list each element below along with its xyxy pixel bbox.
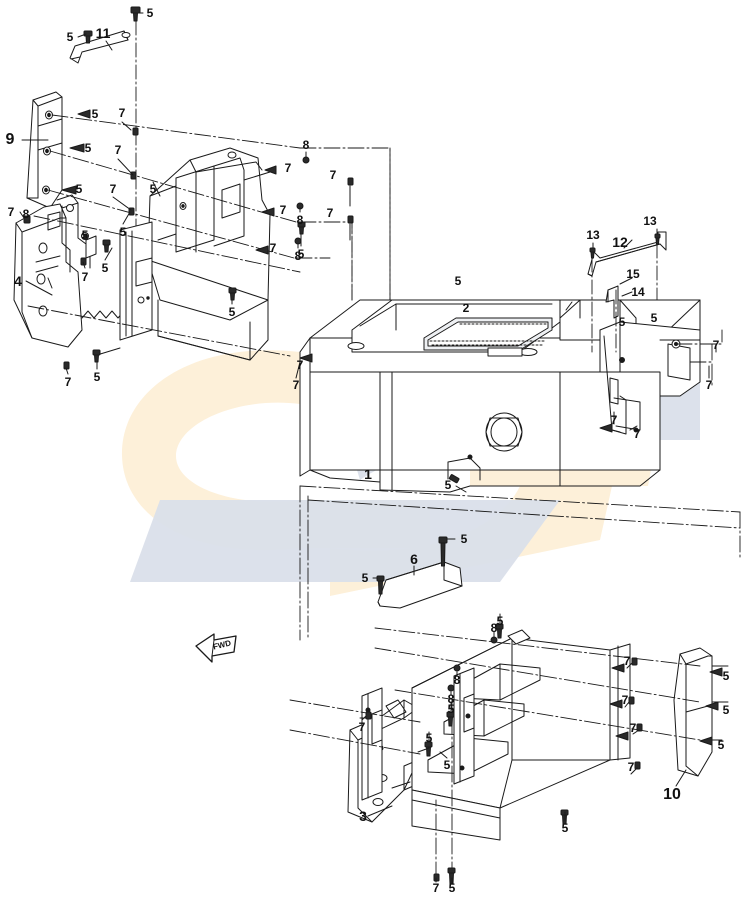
grommet-callout: 8 <box>296 213 304 227</box>
upper-inner-shell <box>119 147 271 361</box>
bolt-callout: 5 <box>101 261 109 275</box>
bolt-callout: 5 <box>425 731 433 745</box>
lower-step-panel <box>361 629 631 841</box>
bolt-callout: 5 <box>454 274 462 288</box>
part-2-seal <box>423 317 553 351</box>
bolt-callout: 5 <box>119 225 127 239</box>
grab-handle-bar: 12 <box>612 234 628 250</box>
bolt-callout: 5 <box>91 107 99 121</box>
port-grommet <box>485 412 523 452</box>
part-14-tab-bracket <box>605 285 619 319</box>
clip-callout: 7 <box>114 143 122 157</box>
clip-callout: 7 <box>633 427 641 441</box>
clip-callout: 7 <box>284 161 292 175</box>
grommet-callout: 8 <box>294 249 302 263</box>
alignment-line <box>351 147 723 389</box>
clip-callout: 7 <box>292 378 300 392</box>
alignment-line <box>289 627 731 879</box>
lower-left-bracket: 3 <box>359 808 367 824</box>
clip-callout: 7 <box>432 881 440 895</box>
clip-callout: 7 <box>64 375 72 389</box>
part-9-trim-strip <box>26 91 63 209</box>
small-tab-bracket: 14 <box>631 285 645 299</box>
part-10-cover-panel <box>673 647 713 777</box>
upper-left-panel: 4 <box>14 273 22 289</box>
bolt-callout: 5 <box>618 315 626 329</box>
bolt-callout: 5 <box>448 881 456 895</box>
bolt-glyph <box>92 221 306 363</box>
grommet-callout: 8 <box>447 692 455 706</box>
grommet-callout: 8 <box>302 138 310 152</box>
bolt-callout: 5 <box>149 182 157 196</box>
fastener-glyph <box>299 353 723 885</box>
bolt-callout: 5 <box>444 478 452 492</box>
grommet-callout: 8 <box>453 673 461 687</box>
clip-callout: 7 <box>629 721 637 735</box>
main-console-body: 1 <box>364 466 372 482</box>
clip-callout: 7 <box>279 203 287 217</box>
clip-callout: 7 <box>623 654 631 668</box>
clip-callout: 7 <box>329 168 337 182</box>
clip-callout: 7 <box>109 182 117 196</box>
bolt-callout: 5 <box>75 182 83 196</box>
top-opening-seal: 2 <box>462 301 470 315</box>
clip-callout: 7 <box>712 338 720 352</box>
bolt-callout: 5 <box>496 614 504 628</box>
bolt-callout: 5 <box>717 738 725 752</box>
part-11-strap <box>69 30 131 64</box>
part-3-lower-bracket <box>347 699 419 823</box>
bolt-callout: 5 <box>66 30 74 44</box>
clip-callout: 7 <box>358 720 366 734</box>
clip-callout: 7 <box>610 413 618 427</box>
grommet-callout: 8 <box>22 207 30 221</box>
bolt-callout: 5 <box>443 758 451 772</box>
handle-bolt-callout: 13 <box>586 228 600 242</box>
bolt-callout: 5 <box>447 702 455 716</box>
clip-callout: 7 <box>7 205 15 219</box>
upper-strap-bracket: 11 <box>95 25 111 41</box>
bolt-callout: 5 <box>93 370 101 384</box>
bolt-callout: 5 <box>146 6 154 20</box>
bolt-callout: 5 <box>650 311 658 325</box>
right-cover-panel: 10 <box>663 786 681 803</box>
right-side-mount <box>599 321 701 435</box>
small-cover-bracket: 6 <box>410 551 418 567</box>
clip-callout: 7 <box>296 358 304 372</box>
left-trim-strip: 9 <box>5 131 15 148</box>
grommet-callout: 8 <box>490 621 498 635</box>
part-4-upper-left-panel <box>13 194 131 348</box>
bolt-callout: 5 <box>460 532 468 546</box>
clip-callout: 7 <box>621 693 629 707</box>
clip-callout: 7 <box>627 760 635 774</box>
clip-callout: 7 <box>269 241 277 255</box>
part-6-cover-bracket <box>377 561 463 609</box>
handle-bolt-callout: 13 <box>643 214 657 228</box>
clip-callout: 7 <box>705 378 713 392</box>
clip-callout: 7 <box>81 270 89 284</box>
bolt-callout: 5 <box>361 571 369 585</box>
bolt-callout: 5 <box>81 228 89 242</box>
bolt-callout: 5 <box>722 669 730 683</box>
clip-callout: 7 <box>326 206 334 220</box>
fastener-glyph <box>23 109 354 370</box>
bolt-callout: 5 <box>722 703 730 717</box>
reference-outline <box>299 485 741 641</box>
bolt-callout: 5 <box>297 247 305 261</box>
retaining-clip: 15 <box>626 267 640 281</box>
bolt-callout: 5 <box>84 141 92 155</box>
fwd-arrow-marker <box>195 633 237 663</box>
bolt-callout: 5 <box>228 305 236 319</box>
bolt-callout: 5 <box>561 821 569 835</box>
clip-callout: 7 <box>118 106 126 120</box>
